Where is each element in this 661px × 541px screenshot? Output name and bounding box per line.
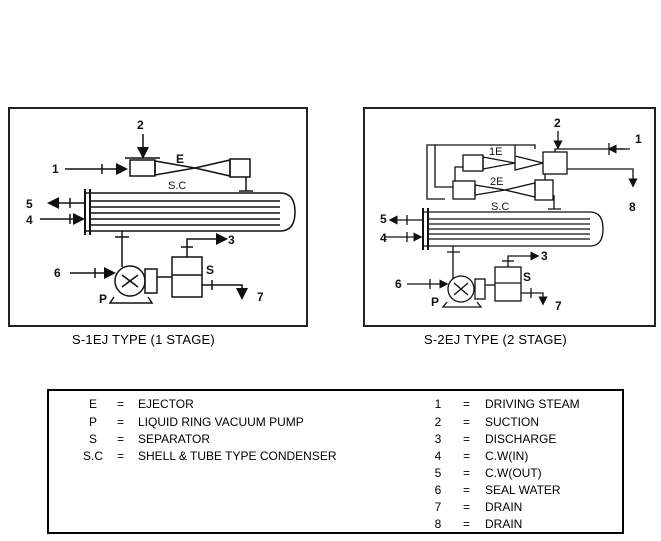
condenser-2 [423,211,604,247]
label-pump: P [99,292,107,306]
legend-value: EJECTOR [138,397,194,411]
legend-eq: = [463,517,471,531]
legend-value: C.W(OUT) [485,466,542,480]
label-4: 4 [26,213,33,227]
legend-value: LIQUID RING VACUUM PUMP [138,415,304,429]
legend-eq: = [117,449,125,463]
legend-eq: = [463,449,471,463]
label-condenser: S.C [168,180,186,192]
legend-value: C.W(IN) [485,449,529,463]
legend-eq: = [463,432,471,446]
ejector-nozzle [154,159,231,177]
legend-key: 6 [434,483,442,497]
legend-key: 4 [434,449,442,463]
legend-box: E = EJECTOR P = LIQUID RING VACUUM PUMP … [47,389,624,534]
condenser-shell [85,192,296,232]
legend-key: P [88,415,97,429]
label-3: 3 [228,233,235,247]
legend-key: 2 [434,415,442,429]
legend-key: E [88,397,97,411]
separator [171,256,203,298]
separator-2 [494,266,522,302]
legend-eq: = [117,432,125,446]
diagram-panel-1-stage: 2 1 E S.C 5 4 3 6 S P 7 [8,107,308,327]
legend-value: DISCHARGE [485,432,557,446]
legend-key: 5 [434,466,442,480]
diagram-1-stage-svg: 2 1 E S.C 5 4 3 6 S P 7 [26,118,296,306]
caption-1-stage: S-1EJ TYPE (1 STAGE) [72,332,215,347]
label-3: 3 [541,249,548,263]
diagram-2-stage-svg: 2 1 1E 2E 8 S.C 5 4 3 6 S P 7 [380,116,642,313]
legend-value: SEAL WATER [485,483,561,497]
label-2: 2 [137,118,144,132]
ejector-body [129,159,156,177]
legend-eq: = [463,500,471,514]
legend-value: DRAIN [485,517,523,531]
label-8: 8 [629,200,636,214]
label-5: 5 [380,212,387,226]
discharge-line [186,233,228,257]
vacuum-pump-2 [447,275,475,303]
legend-key: S [88,432,97,446]
ejector-2e [474,182,536,198]
label-2: 2 [554,116,561,130]
diagram-panel-2-stage: 2 1 1E 2E 8 S.C 5 4 3 6 S P 7 [363,107,656,327]
legend-value: SHELL & TUBE TYPE CONDENSER [138,449,337,463]
legend-key: 7 [434,500,442,514]
legend-value: SEPARATOR [138,432,211,446]
legend-eq: = [117,397,125,411]
label-condenser: S.C [491,201,509,213]
label-ejector-2e: 2E [490,176,503,188]
label-7: 7 [555,299,562,313]
label-4: 4 [380,231,387,245]
drain-line [202,284,248,300]
label-6: 6 [395,277,402,291]
legend-value: DRIVING STEAM [485,397,580,411]
legend-key: S.C [82,449,103,463]
label-separator: S [206,263,214,277]
label-5: 5 [26,197,33,211]
legend-value: SUCTION [485,415,539,429]
label-1: 1 [52,162,59,176]
label-ejector: E [176,152,184,166]
legend-value: DRAIN [485,500,523,514]
legend-eq: = [463,415,471,429]
legend-key: 3 [434,432,442,446]
legend-key: 8 [434,517,442,531]
legend-key: 1 [434,397,442,411]
ejector-1e [482,155,544,171]
caption-2-stage: S-2EJ TYPE (2 STAGE) [424,332,567,347]
label-1: 1 [635,132,642,146]
label-separator: S [523,270,531,284]
legend-eq: = [463,466,471,480]
label-pump: P [431,295,439,309]
label-ejector-1e: 1E [489,146,502,158]
label-6: 6 [54,266,61,280]
legend-eq: = [463,397,471,411]
legend-eq: = [117,415,125,429]
label-7: 7 [257,290,264,304]
legend-eq: = [463,483,471,497]
